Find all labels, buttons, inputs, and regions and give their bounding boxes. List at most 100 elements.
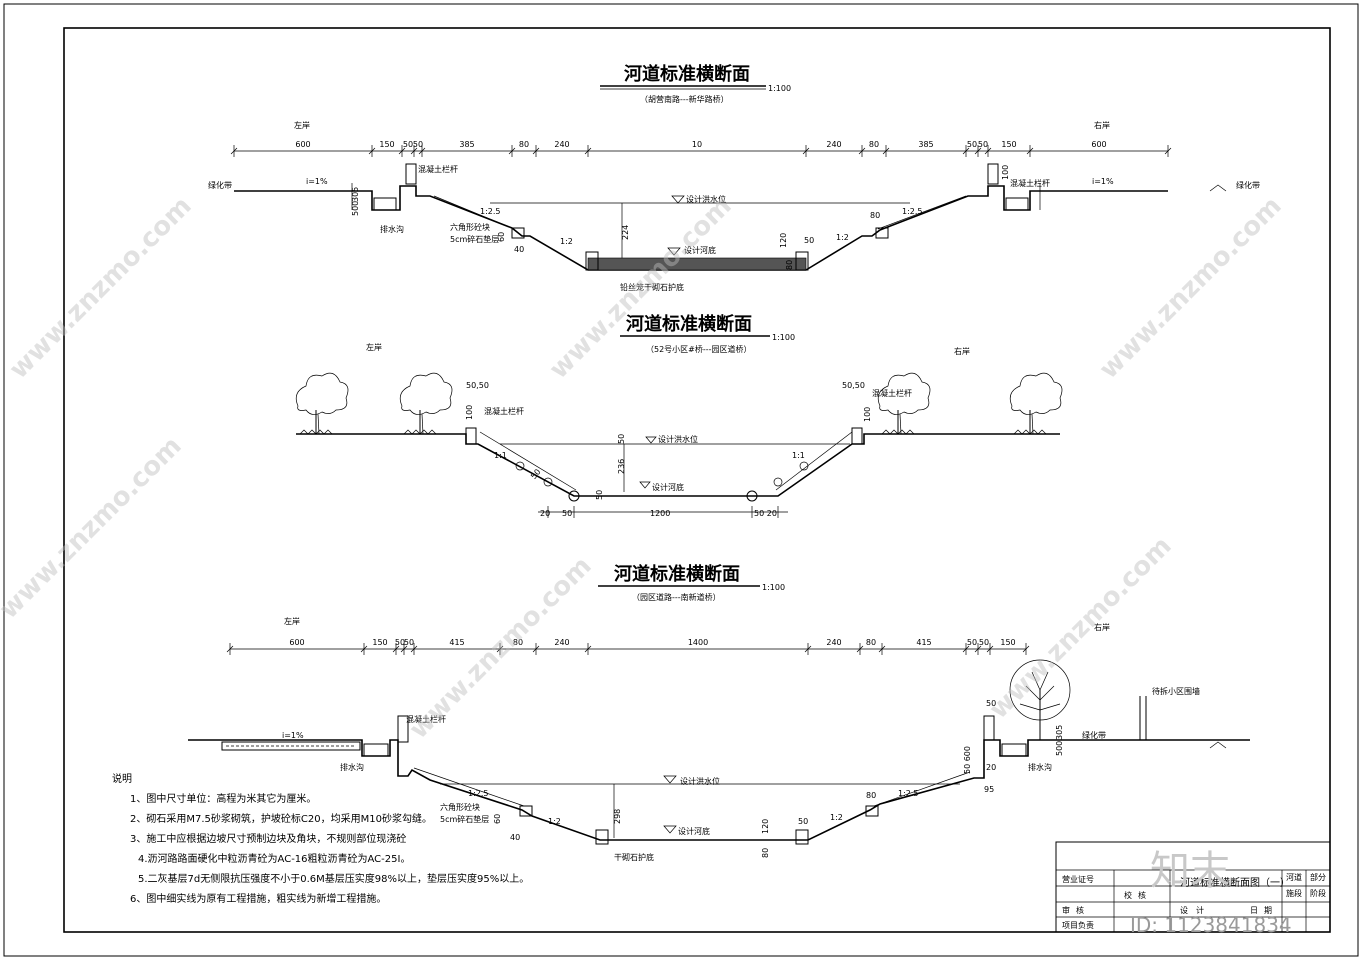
section-3-ratio-1: 1:2.5 xyxy=(468,789,489,798)
section-1-depth: 224 xyxy=(621,225,630,240)
section-1-dim-value: 600 xyxy=(295,140,310,149)
section-2-toe-right xyxy=(746,490,758,502)
section-1-scale: 1:100 xyxy=(768,84,791,93)
section-1-dim-value: 150 xyxy=(379,140,394,149)
tb-r4c1: 项目负责 xyxy=(1062,920,1094,930)
section-1-right-bank: 右岸 xyxy=(1094,120,1110,130)
tree-2-crown xyxy=(399,372,453,415)
tree-3-trunk-2 xyxy=(899,413,902,435)
title-block: 营业证号 河道标准横断面图（一） 河道 部分 校 核 施段 阶段 审 核 设 计… xyxy=(1055,841,1331,933)
section-1-dim-slash xyxy=(368,147,376,155)
note-5: 5.二灰基层7d无侧限抗压强度不小于0.6M基层压实度98%以上，垫层压实度95… xyxy=(138,872,529,885)
section-3-railing-left xyxy=(397,715,409,743)
section-3-dim-slash xyxy=(410,645,418,653)
tb-r2c6: 施段 xyxy=(1286,888,1302,898)
section-3-berm-right xyxy=(865,805,879,817)
section-3-dim-slash xyxy=(226,645,234,653)
section-3-d80b: 80 xyxy=(866,791,876,800)
section-1-bed-label: 设计河底 xyxy=(684,245,716,255)
section-2-d50l: 50 xyxy=(562,509,572,518)
section-2-railing-right xyxy=(851,427,863,445)
section-3-dim-slash xyxy=(986,645,994,653)
section-2-subtitle: （52号小区#桥---园区道桥） xyxy=(646,344,752,354)
tree-5-branches xyxy=(1019,671,1061,711)
section-1-slope-right: i=1% xyxy=(1092,177,1114,186)
tb-drawing-name: 河道标准横断面图（一） xyxy=(1180,876,1290,889)
section-2-railing-left-label: 混凝土栏杆 xyxy=(484,406,524,416)
tree-4-crown xyxy=(1009,372,1063,415)
section-3-dim-value: 50 xyxy=(967,638,977,647)
section-1-slope-right-inner xyxy=(877,195,967,230)
section-1-bed-marker xyxy=(667,247,681,256)
section-1-dim-value: 80 xyxy=(869,140,879,149)
tree-3-grass xyxy=(881,429,915,435)
section-1-dim-slash xyxy=(418,147,426,155)
section-1-slope-left-inner xyxy=(433,195,515,230)
section-3-ditch-right-label: 排水沟 xyxy=(1028,762,1052,772)
section-3-ratio-3: 1:2 xyxy=(830,813,843,822)
watermark-id: ID: 1123841834 xyxy=(1130,913,1292,937)
section-1-dim-value: 50 xyxy=(413,140,423,149)
section-3-d600: 50 600 xyxy=(963,746,972,774)
section-3-slope-left-inner xyxy=(413,767,525,807)
section-2-bed-label: 设计河底 xyxy=(652,482,684,492)
section-3-bed-label: 设计河底 xyxy=(678,826,710,836)
section-1-d80b: 80 xyxy=(785,260,794,270)
section-3-dim-value: 240 xyxy=(554,638,569,647)
section-3-dim-slash xyxy=(360,645,368,653)
tree-5-crown xyxy=(1009,659,1071,721)
section-1-dim-slash xyxy=(802,147,810,155)
section-2-block-right-1 xyxy=(799,461,809,471)
section-3-d500: 500 xyxy=(1055,741,1064,756)
section-3-dim-slash xyxy=(974,645,982,653)
section-1-d40: 40 xyxy=(514,245,524,254)
section-1-dim-slash xyxy=(1026,147,1034,155)
tree-3-crown xyxy=(877,372,931,415)
section-3-ditch-left xyxy=(363,743,389,757)
watermark-5: www.znzmo.com xyxy=(404,551,598,745)
section-3-scale: 1:100 xyxy=(762,583,785,592)
section-1-ditch-left xyxy=(373,197,397,211)
section-1-ground-hatch xyxy=(1209,184,1227,192)
section-1-berm-block-left xyxy=(511,227,525,239)
section-3-tree xyxy=(1009,659,1071,740)
section-3-dim-slash xyxy=(392,645,400,653)
section-1-green-left: 绿化带 xyxy=(208,180,232,190)
section-1-ticks xyxy=(230,145,1172,157)
watermark-logo: 知末 xyxy=(1150,848,1230,894)
section-1-dim-value: 150 xyxy=(1001,140,1016,149)
tb-r3c4: 设 xyxy=(1180,905,1188,915)
section-2-d50c: 50 xyxy=(529,467,542,481)
section-3-dim-slash xyxy=(856,645,864,653)
section-2-scale: 1:100 xyxy=(772,333,795,342)
section-3-dim-value: 50 xyxy=(395,638,405,647)
section-1-dim-value: 50 xyxy=(978,140,988,149)
section-2-railing-right-label: 混凝土栏杆 xyxy=(872,388,912,398)
section-1-slope-left: i=1% xyxy=(306,177,328,186)
note-2: 2、砌石采用M7.5砂浆砌筑，护坡砼标C20，均采用M10砂浆勾缝。 xyxy=(130,812,432,825)
section-3-dim-value: 415 xyxy=(916,638,931,647)
section-1-d80: 80 xyxy=(870,211,880,220)
section-2-d1200: 1200 xyxy=(650,509,670,518)
section-2-bed-marker xyxy=(639,481,651,489)
watermark-3: www.znzmo.com xyxy=(1094,191,1288,385)
section-3-d50t: 50 xyxy=(986,699,996,708)
section-1-d60: 60 xyxy=(497,232,506,242)
outer-border xyxy=(3,3,1359,957)
section-1-dim-slash xyxy=(584,147,592,155)
section-3-d95: 95 xyxy=(984,785,994,794)
section-1-dim-value: 10 xyxy=(692,140,702,149)
tb-r3c8: 日 xyxy=(1250,906,1258,915)
section-3-slope: i=1% xyxy=(282,731,304,740)
section-1-d100: 100 xyxy=(1001,165,1010,180)
section-1-left-bank: 左岸 xyxy=(294,120,310,130)
section-1-dim-slash xyxy=(508,147,516,155)
watermark-2: www.znzmo.com xyxy=(544,191,738,385)
section-2-trees xyxy=(295,372,1063,435)
section-2-right-bank: 右岸 xyxy=(954,346,970,356)
tree-1-grass xyxy=(299,429,333,435)
section-3-channel-profile xyxy=(188,739,1250,841)
